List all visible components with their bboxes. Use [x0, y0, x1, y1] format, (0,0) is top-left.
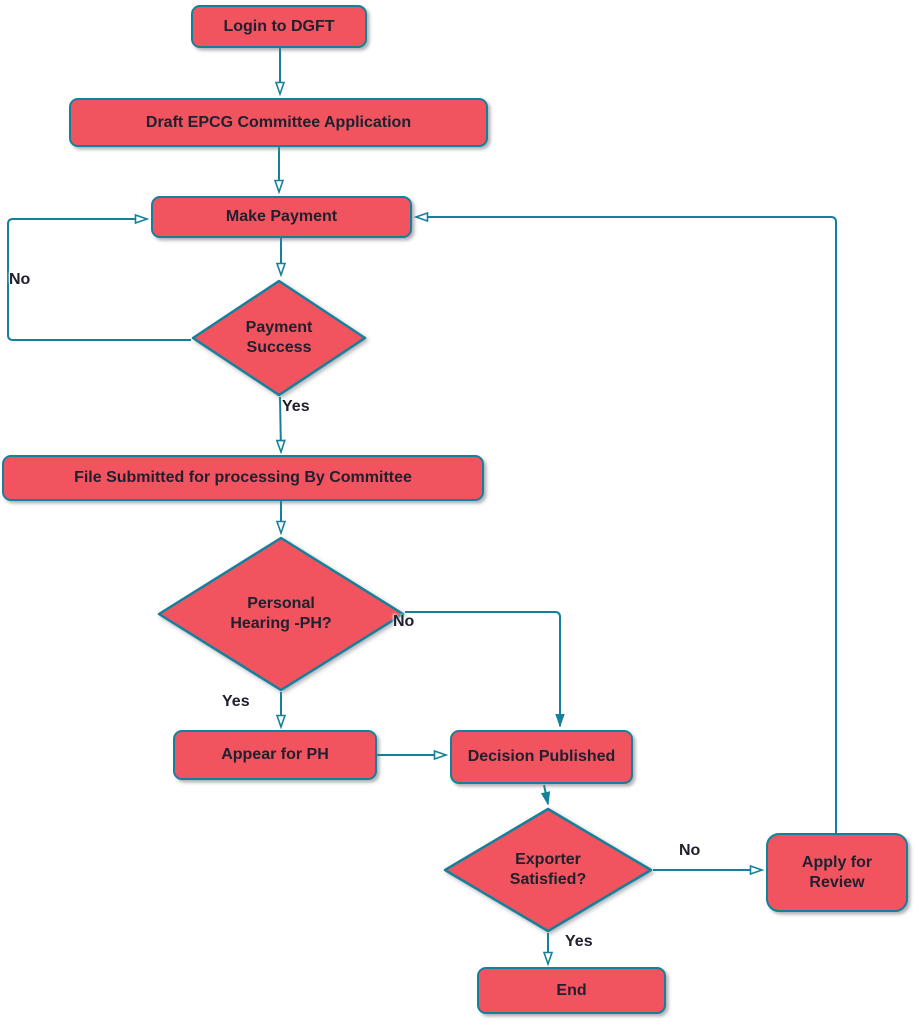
edge-label-exporter-satisfied-no: No — [679, 842, 701, 859]
node-make-payment: Make Payment — [151, 196, 412, 238]
node-payment-success-decision: Payment Success — [191, 279, 367, 397]
edge-payment-success-no-loop-to-make-payment — [7, 219, 191, 341]
node-label: Login to DGFT — [223, 17, 335, 35]
node-login-to-dgft: Login to DGFT — [191, 5, 367, 48]
edge-label-personal-hearing-no: No — [393, 613, 415, 630]
edge-label-payment-success-no: No — [9, 271, 31, 288]
node-label: Payment Success — [245, 319, 313, 356]
node-label: Personal Hearing -PH? — [230, 595, 332, 632]
node-file-submitted-committee: File Submitted for processing By Committ… — [2, 455, 484, 501]
edge-label-payment-success-yes: Yes — [282, 398, 310, 415]
node-personal-hearing-decision: Personal Hearing -PH? — [157, 536, 405, 692]
edge-apply-review-feedback-to-make-payment — [416, 217, 837, 833]
edge-label-personal-hearing-yes: Yes — [222, 693, 250, 710]
node-label: Decision Published — [467, 748, 616, 765]
node-draft-epcg-application: Draft EPCG Committee Application — [69, 98, 488, 147]
node-label: End — [556, 981, 587, 999]
node-label: Make Payment — [225, 208, 338, 225]
edge-label-exporter-satisfied-yes: Yes — [565, 933, 593, 950]
node-appear-for-ph: Appear for PH — [173, 730, 377, 780]
node-apply-for-review: Apply for Review — [766, 833, 908, 912]
diamond-shape — [157, 536, 405, 692]
edge-payment-success-yes-to-file-submitted — [280, 396, 281, 452]
node-label: Draft EPCG Committee Application — [145, 113, 412, 131]
node-end: End — [477, 967, 666, 1014]
node-label: File Submitted for processing By Committ… — [74, 469, 412, 486]
node-label: Appear for PH — [221, 746, 329, 763]
node-decision-published: Decision Published — [450, 730, 633, 784]
diamond-shape — [191, 279, 367, 397]
edge-personal-hearing-no-to-decision-published — [405, 611, 565, 728]
node-label: Apply for Review — [801, 853, 873, 891]
node-label: Exporter Satisfied? — [509, 851, 587, 888]
edge-decision-published-to-exporter-satisfied — [540, 784, 551, 806]
node-exporter-satisfied-decision: Exporter Satisfied? — [443, 807, 653, 933]
diamond-shape — [443, 807, 653, 933]
